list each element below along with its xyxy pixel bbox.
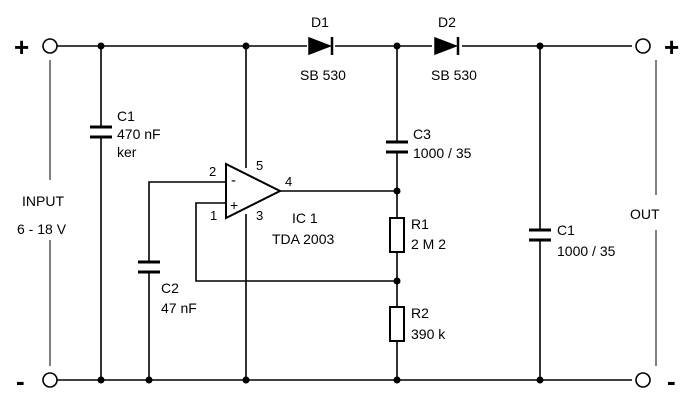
d1-name: D1 <box>311 14 329 30</box>
c1-output-value: 1000 / 35 <box>557 243 616 259</box>
c3-name: C3 <box>413 126 431 142</box>
input-minus-terminal <box>42 372 58 388</box>
output-label: OUT <box>630 206 660 222</box>
input-label: INPUT <box>22 193 64 209</box>
r2-value: 390 k <box>411 326 446 342</box>
junction-c1-bot <box>97 376 105 384</box>
input-minus-sign: - <box>16 366 25 396</box>
diode-d1 <box>308 36 334 56</box>
c1-input-value: 470 nF <box>117 126 161 142</box>
junction-c1out-top <box>536 42 544 50</box>
ic-name: IC 1 <box>292 210 318 226</box>
resistor-r1 <box>389 217 405 253</box>
junction-ic-top <box>242 42 250 50</box>
ic-pin-3: 3 <box>256 208 263 223</box>
c1-input-name: C1 <box>117 108 135 124</box>
junction-c2-bot <box>145 376 153 384</box>
wires <box>49 45 657 381</box>
junction-output-node <box>393 187 401 195</box>
junctions <box>97 42 544 384</box>
output-plus-terminal <box>635 38 651 54</box>
c2-name: C2 <box>161 280 179 296</box>
capacitor-c2 <box>138 260 160 274</box>
junction-r2-bot <box>393 376 401 384</box>
ic-pin-2: 2 <box>209 164 216 179</box>
r1-value: 2 M 2 <box>411 236 446 252</box>
c3-value: 1000 / 35 <box>413 145 472 161</box>
input-plus-terminal <box>42 38 58 54</box>
ic-pin-5: 5 <box>256 158 263 173</box>
ic-pin-4: 4 <box>285 174 292 189</box>
c2-value: 47 nF <box>161 300 197 316</box>
input-voltage-label: 6 - 18 V <box>17 221 67 237</box>
ic-minus-input-sign: - <box>231 172 236 189</box>
capacitor-c1-output <box>529 228 551 242</box>
r2-name: R2 <box>411 305 429 321</box>
resistor-r2 <box>389 306 405 342</box>
ic-value: TDA 2003 <box>272 231 334 247</box>
d1-value: SB 530 <box>300 67 346 83</box>
d2-value: SB 530 <box>431 67 477 83</box>
junction-r-mid <box>393 277 401 285</box>
diode-d2 <box>434 36 460 56</box>
junction-c1-top <box>97 42 105 50</box>
output-plus-sign: + <box>664 32 679 62</box>
junction-c1out-bot <box>536 376 544 384</box>
ic-pin-1: 1 <box>210 208 217 223</box>
c1-output-name: C1 <box>557 222 575 238</box>
capacitor-c3 <box>386 140 408 154</box>
r1-name: R1 <box>411 216 429 232</box>
opamp-ic1 <box>224 162 283 220</box>
junction-ic-bot <box>242 376 250 384</box>
ic-plus-input-sign: + <box>230 197 238 213</box>
capacitor-c1-input <box>90 125 112 139</box>
c1-input-type: ker <box>117 144 137 160</box>
input-plus-sign: + <box>14 32 29 62</box>
d2-name: D2 <box>438 14 456 30</box>
junction-d-mid <box>393 42 401 50</box>
output-minus-terminal <box>635 372 651 388</box>
output-minus-sign: - <box>667 366 676 396</box>
